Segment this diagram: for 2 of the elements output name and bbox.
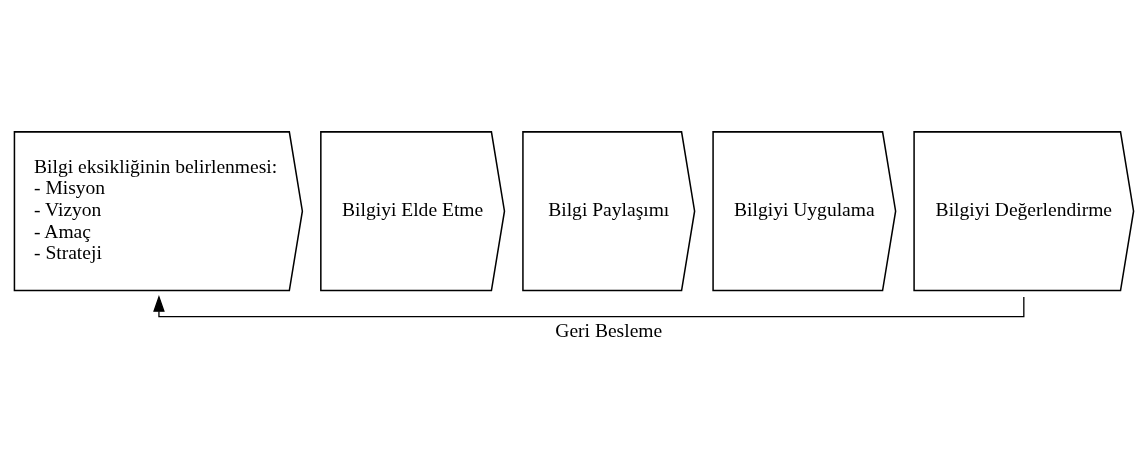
arrow [153,294,1025,317]
edge-label: Geri Besleme [555,319,663,341]
